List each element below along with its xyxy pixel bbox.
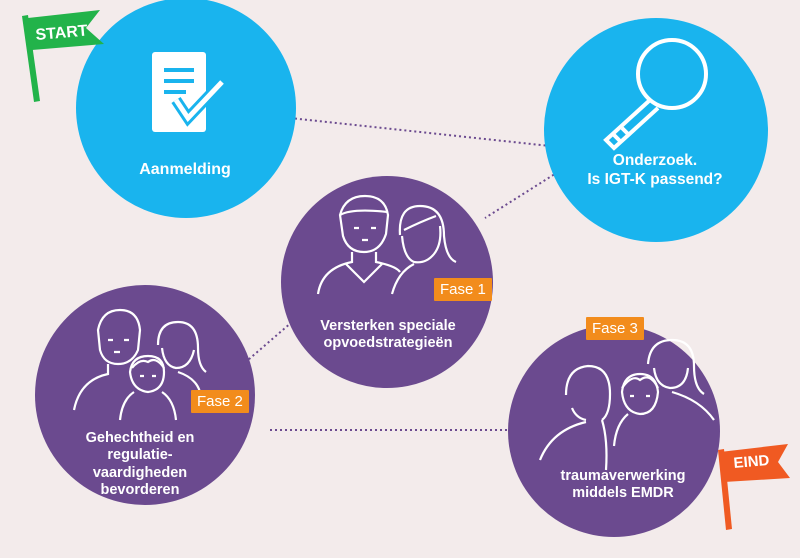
connector-onderzoek-fase1 xyxy=(484,171,559,219)
fase3-label-line1: traumaverwerking xyxy=(560,468,686,484)
connector-aanmelding-onderzoek xyxy=(289,117,551,147)
document-check-icon xyxy=(152,52,226,132)
fase1-label: Versterken speciale opvoedstrategieën xyxy=(298,318,478,353)
therapy-icon xyxy=(538,338,715,471)
fase2-label-line4: bevorderen xyxy=(100,482,180,499)
onderzoek-label-line2: Is IGT-K passend? xyxy=(587,170,723,188)
node-fase3 xyxy=(508,325,720,537)
node-aanmelding xyxy=(76,0,296,218)
node-fase1 xyxy=(281,176,493,388)
start-flag-label: START xyxy=(35,22,89,43)
onderzoek-label-line1: Onderzoek. xyxy=(612,152,698,169)
fase2-label-line1: Gehechtheid en xyxy=(85,430,195,446)
start-flag: START xyxy=(22,10,104,102)
fase3-tag: Fase 3 xyxy=(586,317,644,340)
onderzoek-label: Onderzoek. Is IGT-K passend? xyxy=(560,152,750,189)
connector-fase1-fase2 xyxy=(247,321,293,361)
fase3-label: traumaverwerking middels EMDR xyxy=(533,468,713,503)
fase2-label-line2: regulatie- xyxy=(107,447,173,464)
parents-icon xyxy=(316,194,457,295)
end-flag-label: EIND xyxy=(733,452,770,472)
fase1-label-line1: Versterken speciale xyxy=(320,318,456,334)
node-fase2 xyxy=(35,285,255,505)
end-flag: EIND xyxy=(718,444,790,530)
magnifier-icon xyxy=(603,38,708,151)
node-onderzoek xyxy=(544,18,768,242)
fase2-label-line3: vaardigheden xyxy=(92,464,188,481)
fase2-tag: Fase 2 xyxy=(191,390,249,413)
fase1-label-line2: opvoedstrategieën xyxy=(323,335,453,352)
fase3-label-line2: middels EMDR xyxy=(572,485,674,502)
fase2-label: Gehechtheid en regulatie- vaardigheden b… xyxy=(60,430,220,500)
family-icon xyxy=(72,308,207,421)
aanmelding-label: Aanmelding xyxy=(139,161,231,178)
fase1-tag: Fase 1 xyxy=(434,278,492,301)
